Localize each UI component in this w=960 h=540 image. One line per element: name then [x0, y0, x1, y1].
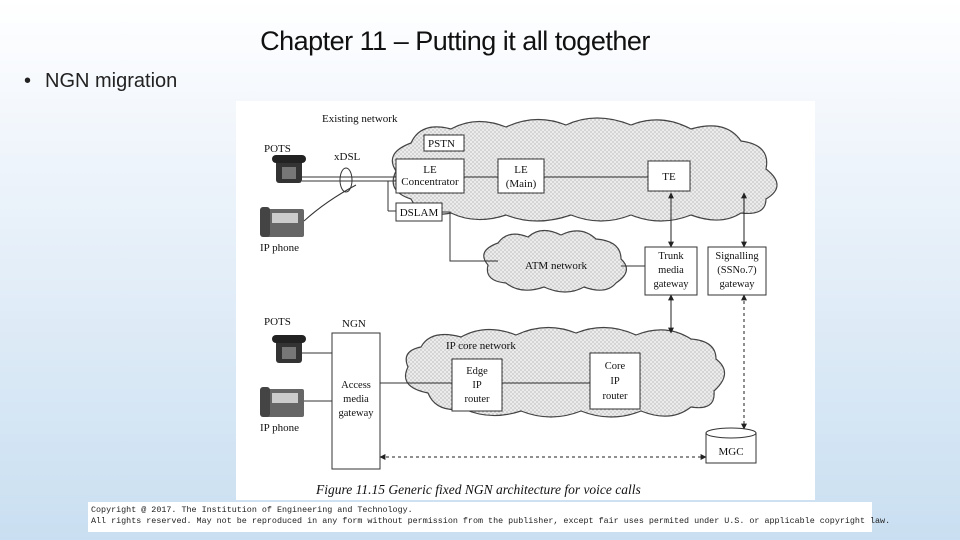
dslam-to-atm-link — [442, 211, 498, 262]
core-router-label-3: router — [602, 391, 628, 402]
edge-router-label-1: Edge — [466, 366, 488, 377]
te-box — [647, 160, 691, 192]
ip-phone-bottom-label: IP phone — [260, 422, 299, 434]
existing-network-label: Existing network — [322, 113, 398, 125]
ngn-diagram: Existing network PSTN POTS xDSL IP phone… — [260, 113, 778, 497]
le-main-label-2: (Main) — [506, 178, 537, 190]
access-gateway-box — [331, 332, 381, 470]
telephone-icon — [272, 335, 306, 363]
pots-bottom-label: POTS — [264, 316, 291, 328]
te-label: TE — [662, 171, 676, 183]
pstn-box — [423, 134, 465, 152]
bullet-dot-icon: • — [24, 70, 32, 92]
le-concentrator-label-2: Concentrator — [401, 176, 459, 188]
atm-cloud — [483, 229, 627, 293]
trunk-gateway-box — [644, 246, 698, 296]
ip-core-network-label: IP core network — [446, 340, 516, 352]
access-gateway-label-3: gateway — [339, 408, 375, 419]
le-concentrator-label-1: LE — [423, 164, 437, 176]
ip-phone-top-label: IP phone — [260, 242, 299, 254]
pots-top-label: POTS — [264, 143, 291, 155]
le-main-label-1: LE — [514, 164, 528, 176]
xdsl-splitter-icon — [339, 167, 353, 193]
figure-caption: Figure 11.15 Generic fixed NGN architect… — [315, 482, 641, 497]
signalling-gateway-label-1: Signalling — [715, 251, 759, 262]
dslam-label: DSLAM — [400, 207, 439, 219]
signalling-gateway-label-3: gateway — [720, 279, 756, 290]
telephone-icon — [272, 155, 306, 183]
le-concentrator-box — [395, 158, 465, 194]
ip-phone-link — [303, 184, 357, 222]
copyright-notice: Copyright @ 2017. The Institution of Eng… — [88, 502, 891, 532]
mgc-database-icon — [705, 427, 757, 464]
edge-router-label-3: router — [464, 394, 490, 405]
core-router-label-1: Core — [605, 361, 626, 372]
access-gateway-label-2: media — [343, 394, 369, 405]
trunk-gateway-label-2: media — [658, 265, 684, 276]
bullet-item: • NGN migration — [24, 70, 177, 93]
ngn-architecture-figure: Existing network PSTN POTS xDSL IP phone… — [236, 101, 815, 500]
core-router-box — [589, 352, 641, 410]
signalling-gateway-box — [707, 246, 767, 296]
ip-phone-icon — [260, 387, 304, 417]
bullet-text: NGN migration — [45, 70, 178, 92]
le-main-box — [497, 158, 545, 194]
edge-router-label-2: IP — [472, 380, 481, 391]
ip-phone-icon — [260, 207, 304, 237]
xdsl-label: xDSL — [334, 151, 361, 163]
core-router-label-2: IP — [610, 376, 619, 387]
access-gateway-label-1: Access — [341, 380, 371, 391]
pstn-label: PSTN — [428, 138, 455, 150]
copyright-line-2: All rights reserved. May not be reproduc… — [91, 516, 891, 526]
mgc-label: MGC — [718, 446, 743, 458]
slide-title: Chapter 11 – Putting it all together — [260, 26, 650, 56]
signalling-gateway-label-2: (SSNo.7) — [717, 265, 757, 276]
edge-router-box — [451, 358, 503, 412]
copyright-line-1: Copyright @ 2017. The Institution of Eng… — [91, 505, 413, 515]
atm-network-label: ATM network — [525, 260, 588, 272]
ngn-label: NGN — [342, 318, 366, 330]
trunk-gateway-label-3: gateway — [654, 279, 690, 290]
trunk-gateway-label-1: Trunk — [658, 251, 684, 262]
